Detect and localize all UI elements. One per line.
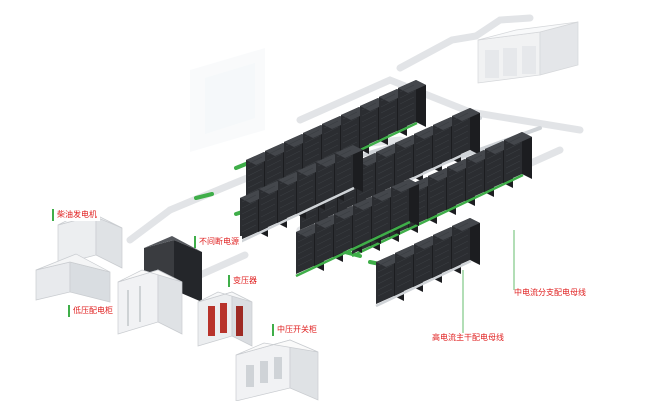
server-rack — [452, 108, 480, 158]
diesel-generator — [35, 211, 123, 303]
low-voltage-cabinet — [117, 269, 183, 335]
server-rack — [398, 80, 426, 130]
server-rack-rows — [239, 80, 532, 308]
leader-lines — [462, 230, 515, 333]
server-rack — [335, 145, 363, 195]
server-rack — [504, 132, 532, 182]
rack-row-base-strip — [295, 220, 411, 278]
label-transformer: 变压器 — [228, 275, 260, 287]
label-high-current-busway: 高电流主干配电母线 — [432, 333, 504, 342]
top-right-building — [477, 21, 579, 84]
label-ups: 不间断电源 — [194, 236, 242, 248]
rack-row-base-strip — [375, 259, 472, 308]
rack-row-base-strip — [239, 186, 355, 244]
transformer — [197, 291, 253, 347]
server-rack — [391, 179, 419, 229]
server-rack — [452, 218, 480, 268]
label-diesel-generator: 柴油发电机 — [52, 209, 100, 221]
medium-voltage-switchgear — [235, 339, 319, 401]
label-low-voltage-cabinet: 低压配电柜 — [68, 305, 116, 317]
label-medium-voltage-switchgear: 中压开关柜 — [272, 324, 320, 336]
label-medium-current-busway: 中电流分支配电母线 — [514, 288, 586, 297]
